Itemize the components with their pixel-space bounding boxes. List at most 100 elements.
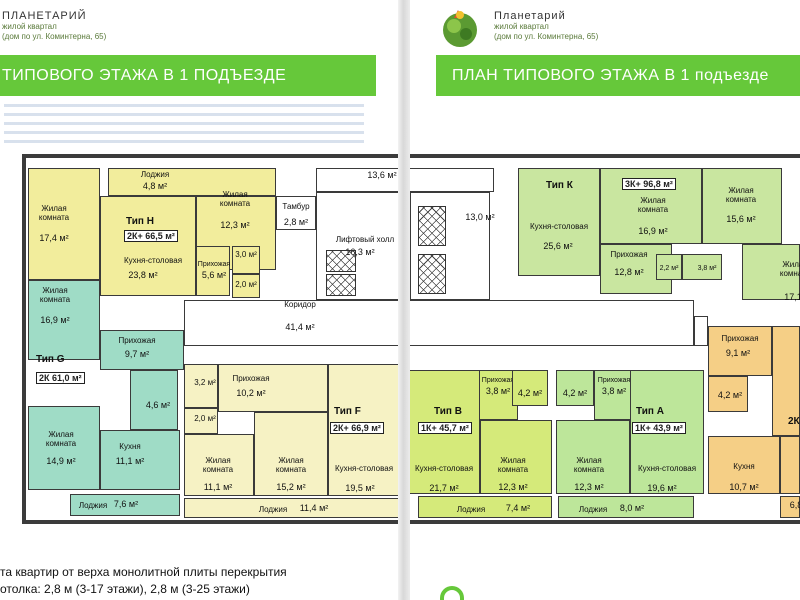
- unit-h-kitchen: [100, 196, 196, 296]
- kitchen-g-name: Кухня: [119, 442, 141, 451]
- loggia-a-name: Лоджия: [578, 505, 608, 514]
- unit-f-living-2: [254, 412, 328, 496]
- bath-k2-area: 3,8 м²: [697, 265, 717, 272]
- unit-r-bath: [708, 376, 748, 412]
- loggia-b-area: 7,4 м²: [505, 503, 531, 513]
- bath-a-area: 4,2 м²: [562, 388, 588, 398]
- kitchen-r-name: Кухня: [733, 462, 755, 471]
- elevator-2: [326, 274, 356, 296]
- hall-g-name: Прихожая: [118, 336, 156, 345]
- loggia-h-name: Лоджия: [140, 170, 170, 179]
- unit-f-hall: [218, 364, 328, 412]
- living-b-area: 12,3 м²: [498, 482, 528, 492]
- tambur-area: 2,8 м²: [283, 217, 309, 227]
- loggia-h-area: 4,8 м²: [142, 181, 168, 191]
- living-f2-area: 15,2 м²: [276, 482, 306, 492]
- kitchen-h-area: 23,8 м²: [128, 270, 158, 280]
- unit-a-bath: [556, 370, 594, 406]
- unit-b-living: [480, 420, 552, 494]
- hall-h-name: Прихожая: [197, 261, 231, 268]
- corridor-name: Коридор: [284, 300, 316, 309]
- unit-a-living: [556, 420, 630, 494]
- unit-h-tag: Тип H: [126, 216, 154, 227]
- unit-k-kitchen: [518, 168, 600, 276]
- living-k2-area: 15,6 м²: [726, 214, 756, 224]
- brand-name-left: ПЛАНЕТАРИЙ: [2, 10, 87, 22]
- unit-f-bath-1: [184, 364, 218, 408]
- hall-r-area: 9,1 м²: [725, 348, 751, 358]
- unit-f-living-1: [184, 434, 254, 496]
- unit-f-tag: Тип F: [334, 406, 361, 417]
- loggia-f-name: Лоджия: [258, 505, 288, 514]
- brand-logo-right: Планетарий жилой квартал (дом по ул. Ком…: [494, 10, 598, 42]
- stair-area: 13,0 м²: [465, 212, 495, 222]
- unit-r-tag: 2К: [788, 416, 800, 427]
- hall-f-area: 10,2 м²: [236, 388, 266, 398]
- unit-r-kitchen: [708, 436, 780, 494]
- hall-r-name: Прихожая: [721, 334, 759, 343]
- bath-f2-area: 2,0 м²: [194, 414, 216, 423]
- bath-g-area: 4,6 м²: [145, 400, 171, 410]
- hall-k-area: 12,8 м²: [614, 267, 644, 277]
- unit-r-living: [780, 436, 800, 494]
- unit-h-living-1: [28, 168, 100, 280]
- unit-g-kitchen: [100, 430, 180, 490]
- unit-k-hall: [600, 244, 672, 294]
- unit-f-bath-2: [184, 408, 218, 434]
- cropped-green-mark: [440, 586, 464, 600]
- living-k2-name: Жилая комната: [725, 186, 757, 204]
- bath-b-area: 4,2 м²: [517, 388, 543, 398]
- unit-k-bath-1: [656, 254, 682, 280]
- kitchen-f-area: 19,5 м²: [345, 483, 375, 493]
- unit-a-loggia: [558, 496, 694, 518]
- kitchen-b-area: 21,7 м²: [429, 483, 459, 493]
- corridor-entry: [694, 316, 708, 346]
- living-k1-area: 16,9 м²: [638, 226, 668, 236]
- bath-k1-area: 2,2 м²: [659, 265, 679, 272]
- banner-left-text: ТИПОВОГО ЭТАЖА В 1 ПОДЪЕЗДЕ: [2, 66, 287, 84]
- hall-f-name: Прихожая: [232, 374, 270, 383]
- living-h1-name: Жилая комната: [38, 204, 70, 222]
- corridor-area: 41,4 м²: [285, 322, 315, 332]
- unit-r-hall: [708, 326, 772, 376]
- hall-g-area: 9,7 м²: [124, 349, 150, 359]
- kitchen-h-name: Кухня-столовая: [123, 256, 183, 265]
- unit-h-loggia: [108, 168, 276, 196]
- unit-k-bath-2: [682, 254, 722, 280]
- kitchen-k-name: Кухня-столовая: [529, 222, 589, 231]
- unit-f-summary: 2К+ 66,9 м²: [330, 422, 384, 434]
- bath-r-area: 4,2 м²: [717, 390, 743, 400]
- living-a-area: 12,3 м²: [574, 482, 604, 492]
- unit-g-summary: 2К 61,0 м²: [36, 372, 85, 384]
- tambur: [276, 196, 316, 230]
- planet-logo-icon: [438, 6, 482, 50]
- loggia-g-name: Лоджия: [78, 501, 108, 510]
- kitchen-f-name: Кухня-столовая: [334, 464, 394, 473]
- unit-k-tag: Тип К: [546, 180, 573, 191]
- unit-k-living-2: [702, 168, 782, 244]
- unit-a-summary: 1К+ 43,9 м²: [632, 422, 686, 434]
- unit-h-hall: [196, 246, 230, 296]
- corridor: [184, 300, 694, 346]
- kitchen-b-name: Кухня-столовая: [414, 464, 474, 473]
- living-k3-name: Жилая комната: [779, 260, 800, 278]
- living-h2-area: 12,3 м²: [220, 220, 250, 230]
- brand-sub-left-1: жилой квартал: [2, 22, 57, 31]
- loggia-g-area: 7,6 м²: [113, 499, 139, 509]
- living-h2-name: Жилая комната: [219, 190, 251, 208]
- living-b-name: Жилая комната: [497, 456, 529, 474]
- unit-h-bath-2: [232, 274, 260, 298]
- living-a-name: Жилая комната: [573, 456, 605, 474]
- banner-right-text: ПЛАН ТИПОВОГО ЭТАЖА В 1 подъезде: [452, 66, 769, 84]
- loggia-f-area: 11,4 м²: [299, 503, 329, 513]
- unit-k-living-1: [600, 168, 702, 244]
- living-f1-area: 11,1 м²: [203, 482, 233, 492]
- lift-hall-area: 16,3 м²: [345, 247, 375, 257]
- banner-left: ТИПОВОГО ЭТАЖА В 1 ПОДЪЕЗДЕ: [0, 55, 376, 96]
- hall-k-name: Прихожая: [610, 250, 648, 259]
- loggia-r-area: 6,8: [789, 500, 800, 510]
- footer-line-1: та квартир от верха монолитной плиты пер…: [0, 565, 287, 579]
- unit-h-bath-1: [232, 246, 260, 274]
- footer-line-2: отолка: 2,8 м (3-17 этажи), 2,8 м (3-25 …: [0, 582, 250, 596]
- hall-a-area: 3,8 м²: [601, 386, 627, 396]
